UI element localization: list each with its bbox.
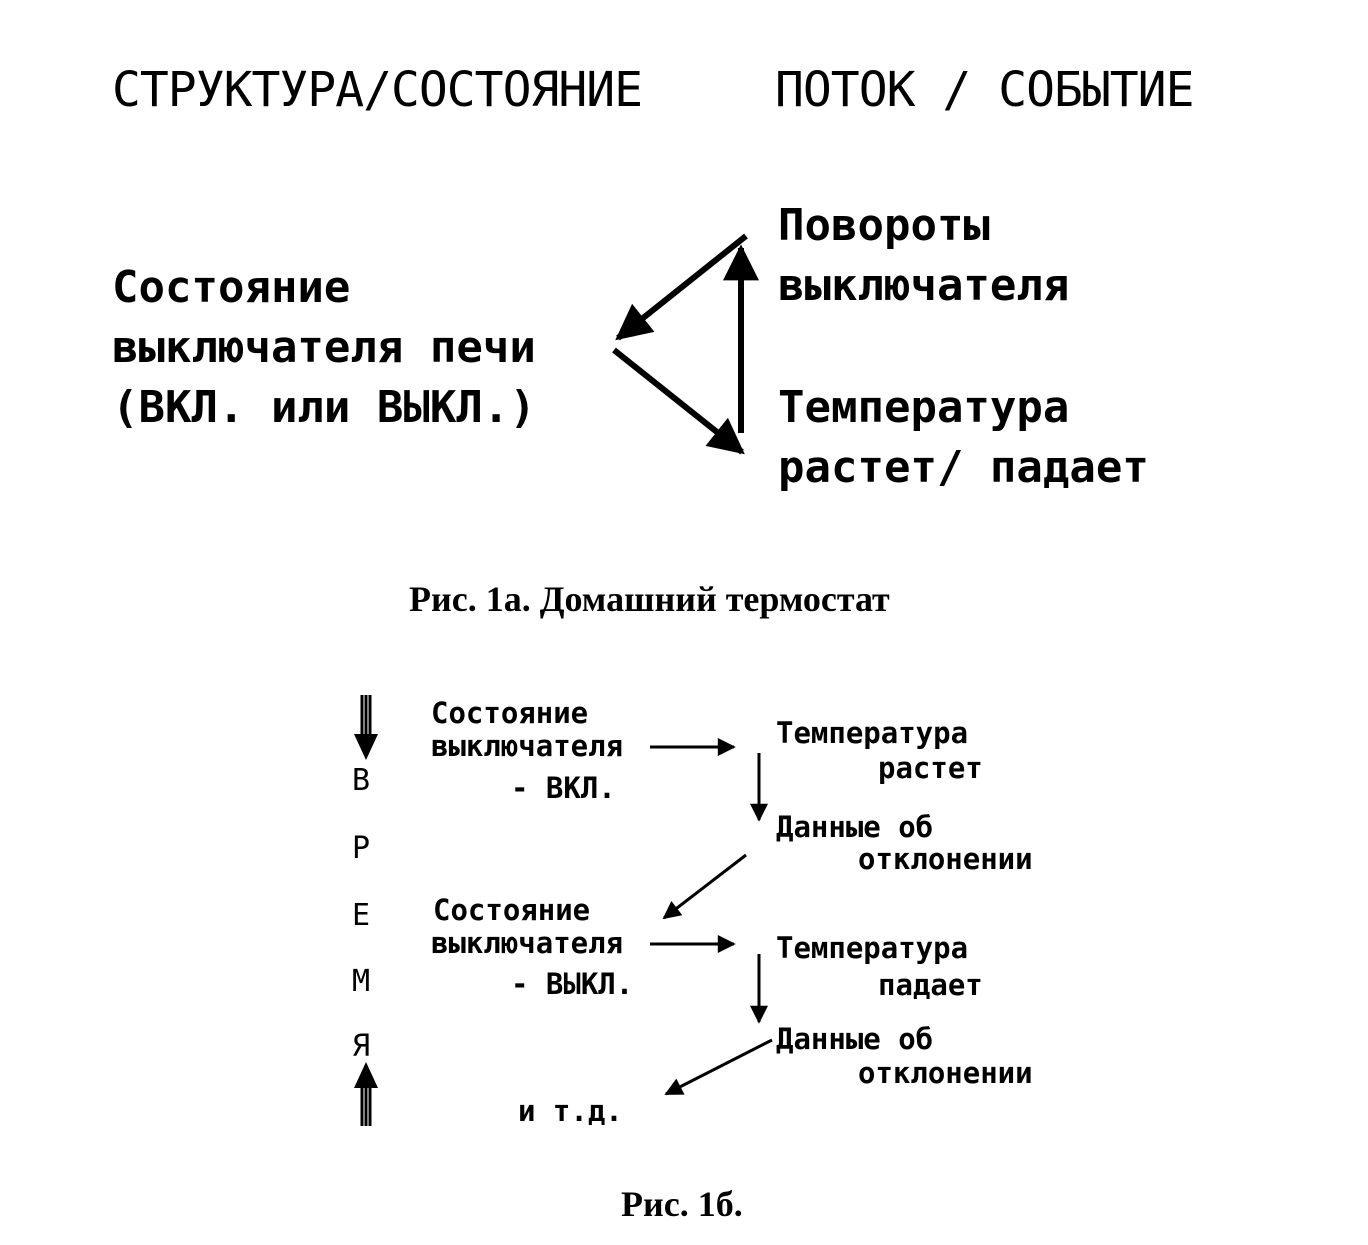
- fig1a-state-line2: выключателя печи: [112, 322, 536, 373]
- fig1a-state-line1: Состояние: [112, 262, 351, 313]
- fig1b-temp-rises-line1: Температура: [776, 716, 969, 750]
- fig1a-caption: Рис. 1а. Домашний термостат: [409, 579, 890, 619]
- fig1b-arrow-deviation-to-etc: [664, 1038, 773, 1096]
- fig1a-arrow-turns-to-state: [615, 233, 748, 341]
- fig1a-arrows: [612, 233, 759, 455]
- fig1b-temp-falls-line1: Температура: [776, 931, 969, 965]
- fig1b-state-on-line3: - ВКЛ.: [511, 771, 616, 805]
- fig1a-state-block: Состояние выключателя печи (ВКЛ. или ВЫК…: [112, 258, 536, 438]
- fig1a-turns-line2: выключателя: [778, 260, 1070, 311]
- fig1b-time-axis: [354, 695, 378, 1126]
- fig1b-state-on-line2: выключателя: [431, 729, 624, 763]
- fig1b-time-letter-5: Я: [352, 1029, 371, 1064]
- fig1b-state-off-line3: - ВЫКЛ.: [511, 967, 634, 1001]
- fig1a-temperature-line2: растет/ падает: [778, 442, 1149, 493]
- fig1b-deviation2-line2: отклонении: [858, 1056, 1033, 1090]
- time-up-arrow-icon: [354, 1062, 378, 1126]
- fig1a-temperature-block: Температура растет/ падает: [778, 378, 1149, 498]
- fig1b-time-letter-4: М: [352, 964, 371, 999]
- fig1a-arrow-state-to-temperature: [612, 347, 745, 455]
- time-down-arrow-icon: [354, 695, 378, 760]
- fig1a-temperature-line1: Температура: [778, 382, 1070, 433]
- fig1b-state-on-line1: Состояние: [431, 696, 589, 730]
- fig1b-deviation1-line1: Данные об: [776, 810, 934, 844]
- fig1b-time-letter-2: Р: [352, 831, 371, 866]
- fig1b-deviation2-line1: Данные об: [776, 1022, 934, 1056]
- fig1b-caption: Рис. 1б.: [621, 1184, 743, 1224]
- fig1b-state-off-line2: выключателя: [431, 926, 624, 960]
- heading-structure-state: СТРУКТУРА/СОСТОЯНИЕ: [112, 62, 643, 118]
- fig1b-temp-falls-line2: падает: [878, 968, 983, 1002]
- fig1b-temp-rises-line2: растет: [878, 751, 983, 785]
- heading-flow-event: ПОТОК / СОБЫТИЕ: [775, 62, 1194, 118]
- fig1a-state-line3: (ВКЛ. или ВЫКЛ.): [112, 382, 536, 433]
- fig1b-state-off-line1: Состояние: [433, 893, 591, 927]
- fig1b-deviation1-line2: отклонении: [858, 842, 1033, 876]
- fig1b-arrow-deviation-to-off: [662, 853, 747, 920]
- fig1b-time-letter-1: В: [352, 763, 371, 798]
- fig1b-etc: и т.д.: [518, 1094, 623, 1128]
- fig1a-turns-line1: Повороты: [778, 200, 990, 251]
- fig1b-arrows: [650, 738, 773, 1096]
- fig1b-time-letter-3: Е: [352, 898, 371, 933]
- fig1a-turns-block: Повороты выключателя: [778, 196, 1069, 316]
